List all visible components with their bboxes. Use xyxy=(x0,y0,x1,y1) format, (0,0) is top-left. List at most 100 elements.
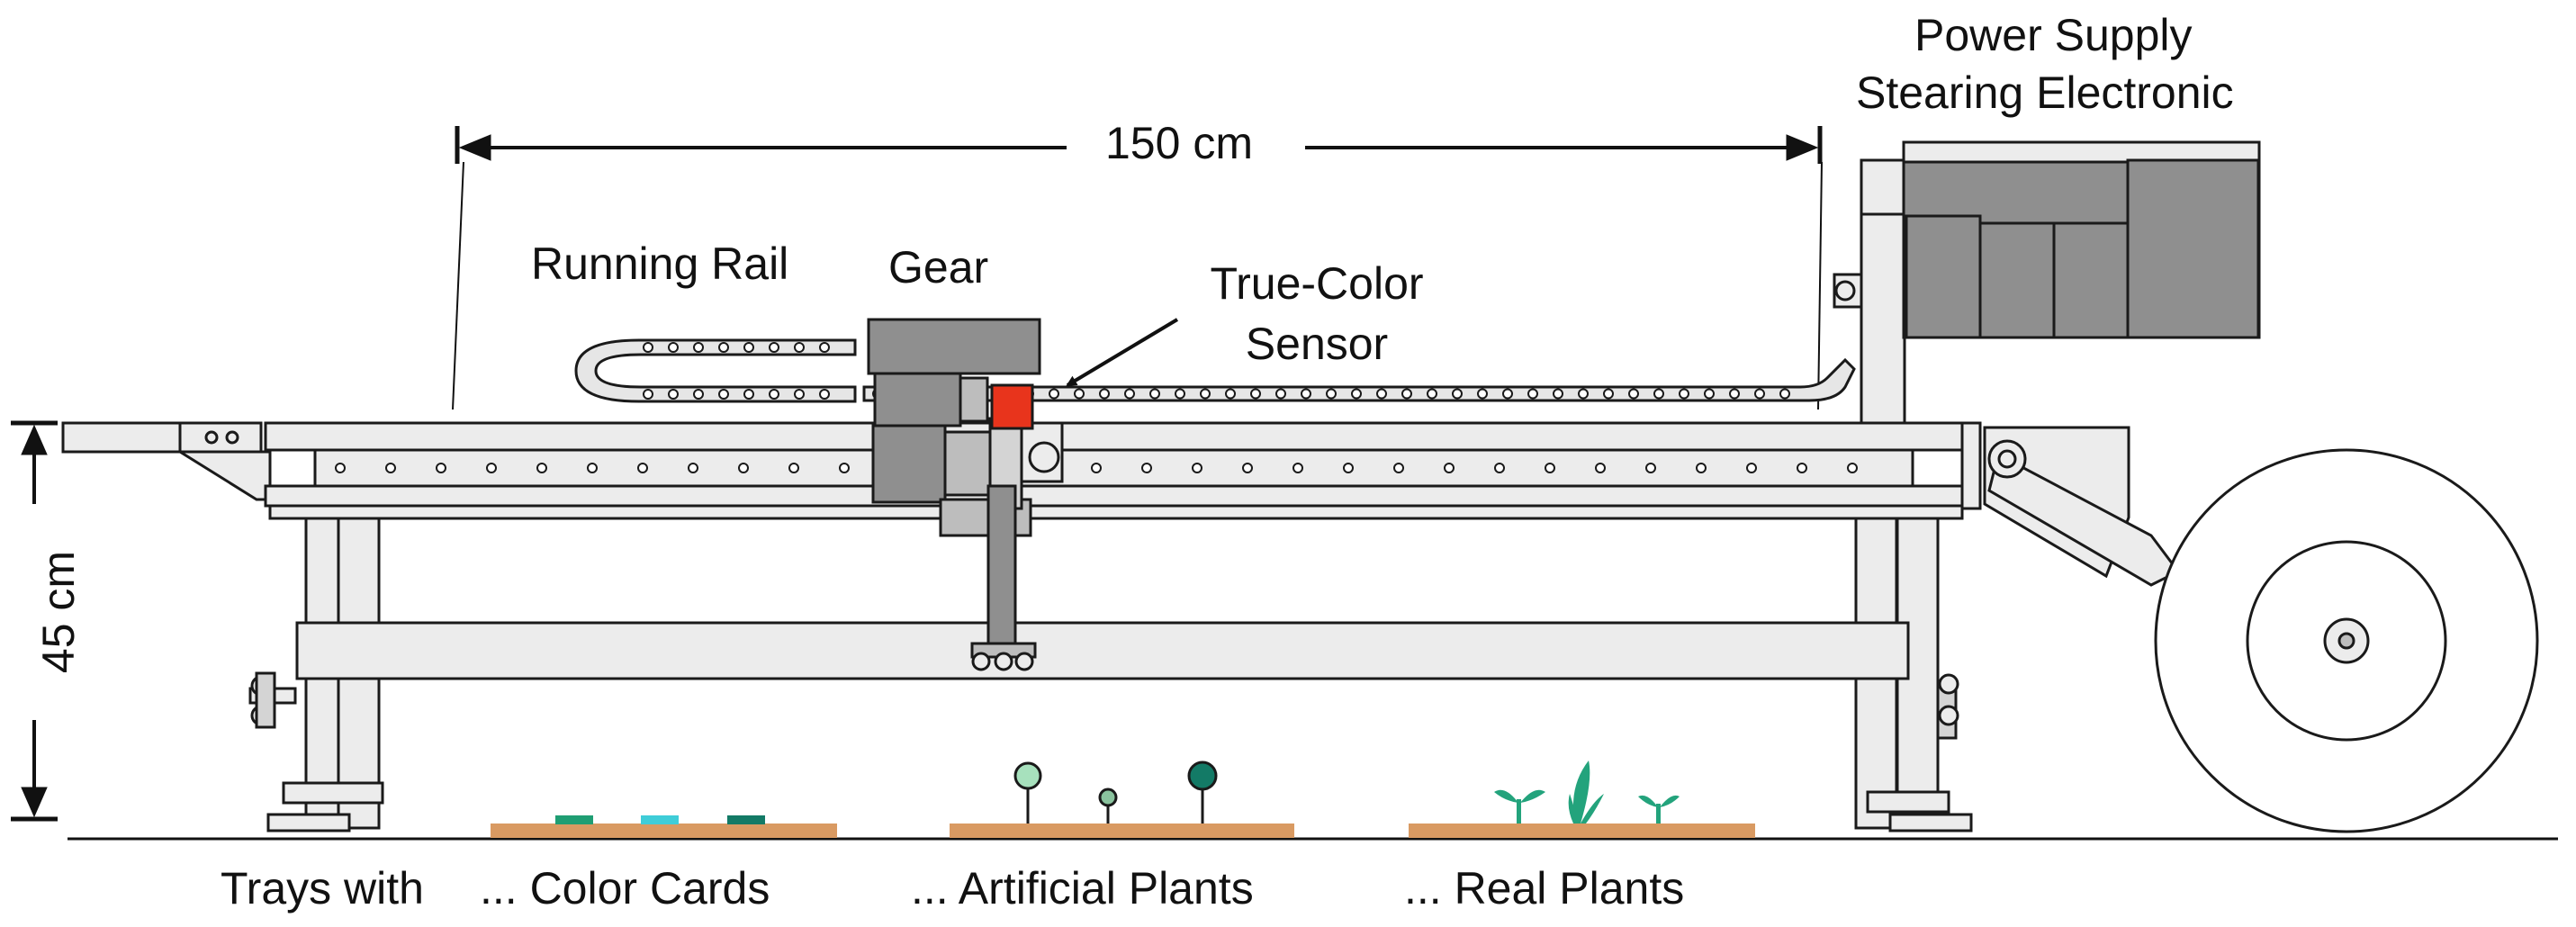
chain-link xyxy=(794,389,805,400)
artificial-plant-2 xyxy=(1098,788,1118,824)
chain-link xyxy=(1099,388,1110,400)
rail-bolt xyxy=(335,463,346,473)
sensor-pointer-arrow xyxy=(1066,318,1179,387)
chain-link xyxy=(718,342,729,353)
height-dimension-label: 45 cm xyxy=(33,550,84,674)
chain-link xyxy=(1628,388,1639,400)
color-card-2 xyxy=(641,815,679,824)
rail-bolt xyxy=(839,463,850,473)
rail-bolt xyxy=(1444,463,1455,473)
true-color-sensor xyxy=(990,383,1034,430)
wheel-arm xyxy=(1960,421,2181,587)
power-supply-label: Power Supply xyxy=(1914,10,2193,60)
chain-link xyxy=(1527,388,1538,400)
steering-electronic-label: Stearing Electronic xyxy=(1856,68,2234,118)
sensor-mast xyxy=(970,484,1037,671)
color-card-3 xyxy=(727,815,765,824)
chain-link xyxy=(1200,388,1211,400)
chain-link xyxy=(1225,388,1236,400)
chain-link xyxy=(1149,388,1160,400)
rail-bolt xyxy=(1595,463,1606,473)
chain-link xyxy=(1704,388,1715,400)
rail-bolt xyxy=(688,463,698,473)
rail-bolt xyxy=(486,463,497,473)
chain-link xyxy=(1578,388,1589,400)
chain-link xyxy=(643,389,653,400)
rail-bolt xyxy=(1746,463,1757,473)
gear-label: Gear xyxy=(888,242,989,292)
sensor-label-line1: True-Color xyxy=(1210,258,1424,309)
chain-link xyxy=(693,389,704,400)
chain-link xyxy=(1679,388,1689,400)
chain-link xyxy=(668,342,679,353)
rail-bolt xyxy=(1696,463,1707,473)
wheel xyxy=(2154,448,2539,833)
artificial-plant-3 xyxy=(1187,760,1218,824)
chain-link xyxy=(1653,388,1664,400)
chain-link xyxy=(1477,388,1488,400)
lower-cross-beam xyxy=(295,621,1910,680)
rail-bolt xyxy=(1645,463,1656,473)
drag-chain-links xyxy=(643,342,1790,400)
chain-link xyxy=(1427,388,1437,400)
chain-link xyxy=(1553,388,1563,400)
rail-bolt xyxy=(788,463,799,473)
rail-bolt xyxy=(1797,463,1807,473)
chain-link xyxy=(643,342,653,353)
main-rail xyxy=(264,421,1968,520)
rail-bolt xyxy=(637,463,648,473)
rail-bolt xyxy=(1343,463,1354,473)
real-plant-1 xyxy=(1494,789,1545,824)
chain-link xyxy=(1301,388,1311,400)
chain-link xyxy=(743,389,754,400)
width-dimension-line xyxy=(452,126,1823,410)
rail-bolt xyxy=(385,463,396,473)
rail-bolt xyxy=(1847,463,1858,473)
real-plant-3 xyxy=(1638,795,1680,824)
rail-bolt xyxy=(1393,463,1404,473)
chain-link xyxy=(1376,388,1387,400)
real-plant-2 xyxy=(1568,760,1604,824)
width-dimension-label: 150 cm xyxy=(1105,118,1253,168)
left-arm xyxy=(61,421,272,501)
running-rail-label: Running Rail xyxy=(531,238,789,289)
rail-bolt xyxy=(1293,463,1303,473)
rail-bolt xyxy=(536,463,547,473)
chain-link xyxy=(819,342,830,353)
artificial-plant-1 xyxy=(1013,761,1042,824)
chain-link xyxy=(743,342,754,353)
tray-real-plants xyxy=(1409,760,1755,838)
electronics-box xyxy=(1860,140,2261,339)
chain-link xyxy=(693,342,704,353)
rail-bolt xyxy=(1545,463,1555,473)
chain-link xyxy=(1754,388,1765,400)
chain-link xyxy=(1275,388,1286,400)
artificial-plants-label: ... Artificial Plants xyxy=(911,863,1254,914)
chain-link xyxy=(718,389,729,400)
chain-link xyxy=(819,389,830,400)
rail-bolt xyxy=(738,463,749,473)
trays-with-label: Trays with xyxy=(221,863,424,914)
sensor-label-line2: Sensor xyxy=(1245,319,1389,369)
color-card-1 xyxy=(555,815,593,824)
rail-bolt xyxy=(1494,463,1505,473)
tray-artificial-plants xyxy=(950,760,1294,838)
chain-link xyxy=(1250,388,1261,400)
chain-link xyxy=(1049,388,1059,400)
chain-link xyxy=(1779,388,1790,400)
chain-link xyxy=(1326,388,1337,400)
color-cards-label: ... Color Cards xyxy=(480,863,770,914)
chain-link xyxy=(1603,388,1614,400)
chain-link xyxy=(794,342,805,353)
rail-bolt xyxy=(587,463,598,473)
chain-link xyxy=(1175,388,1185,400)
chain-link xyxy=(1124,388,1135,400)
rail-bolt xyxy=(1192,463,1202,473)
rail-bolt xyxy=(1242,463,1253,473)
chain-link xyxy=(769,389,779,400)
chain-link xyxy=(1502,388,1513,400)
chain-link xyxy=(1452,388,1463,400)
chain-link xyxy=(1729,388,1740,400)
